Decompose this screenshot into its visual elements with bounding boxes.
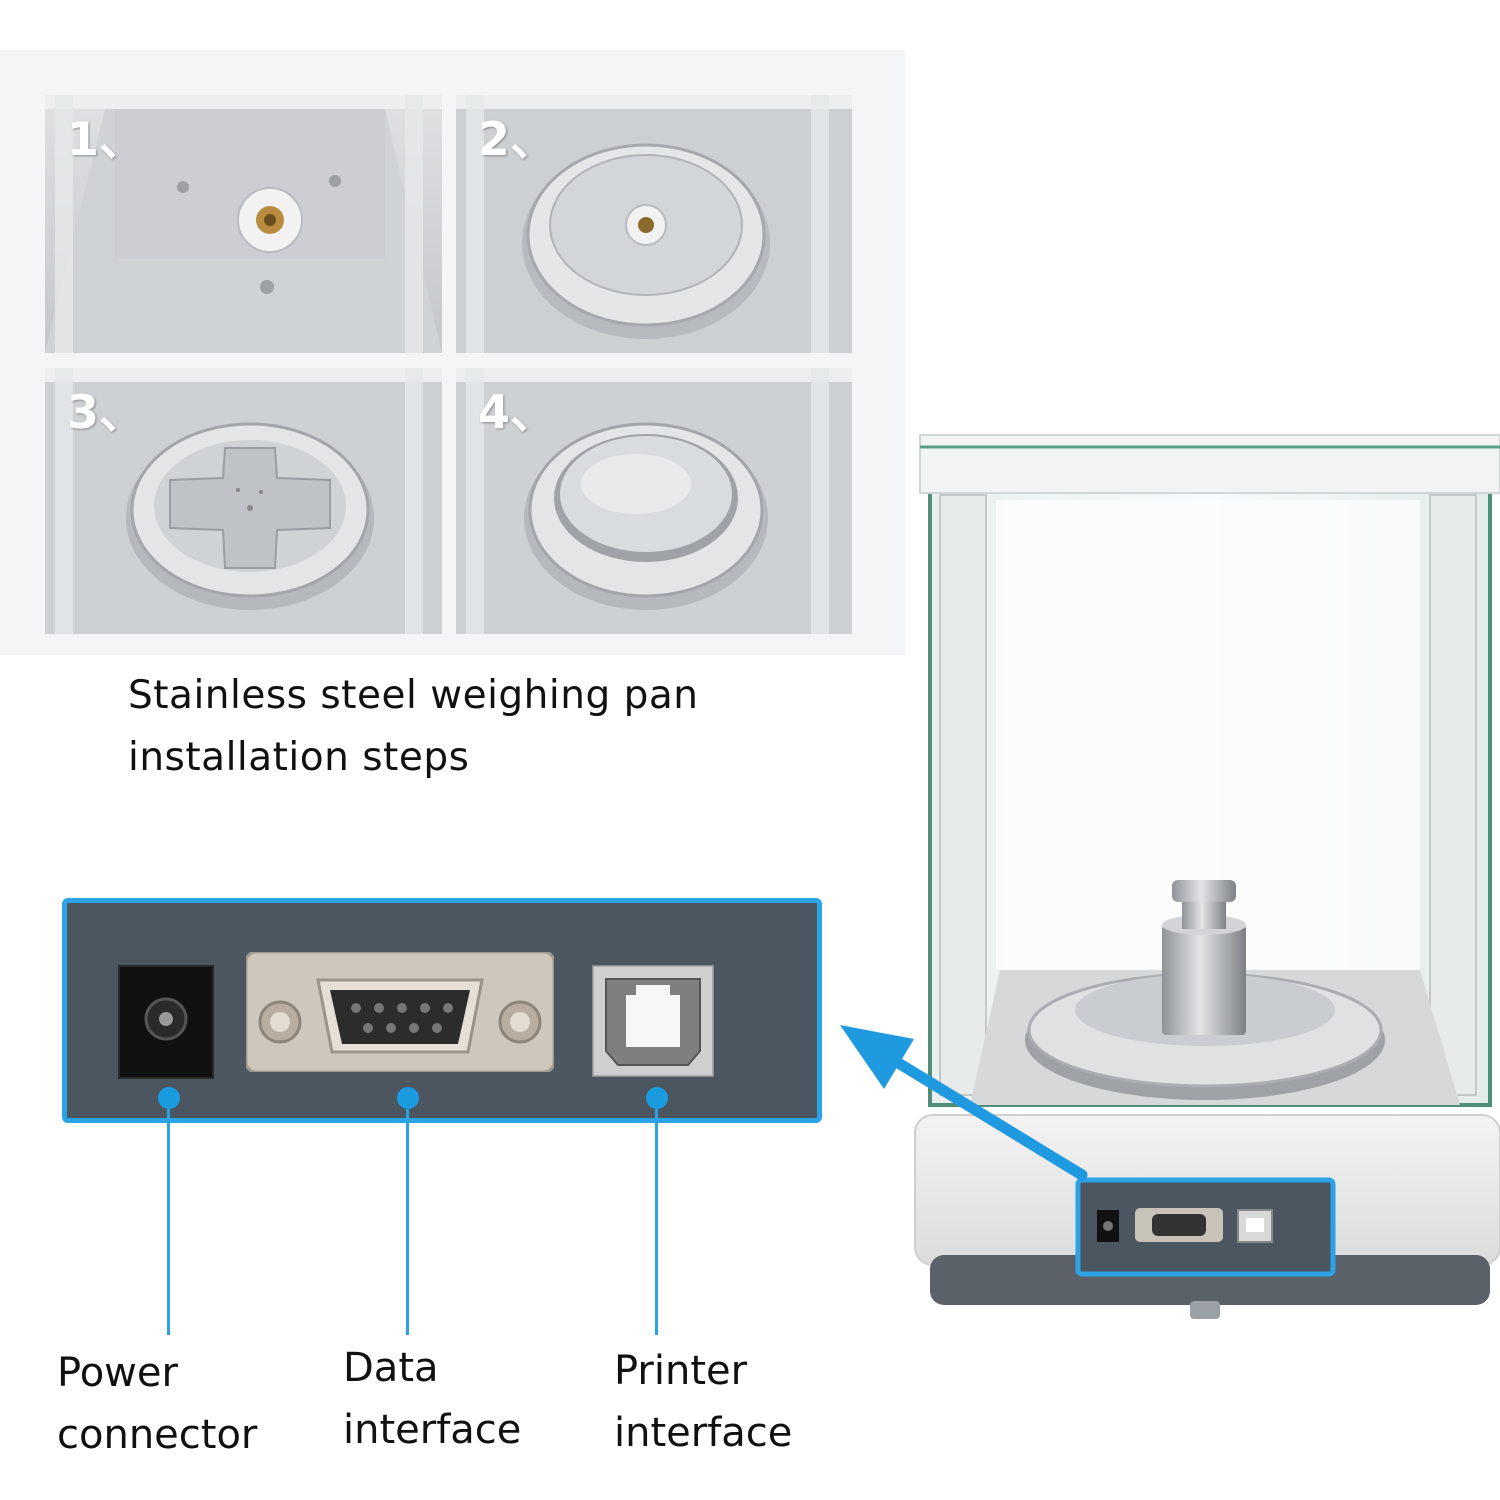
usb-b-connector-icon <box>590 963 716 1079</box>
pointer-arrow-icon <box>840 1025 1088 1181</box>
step-number: 2、 <box>478 112 557 166</box>
data-interface-label: Data interface <box>343 1337 603 1461</box>
step-4-photo: 4、 <box>456 368 852 634</box>
usb-b-port <box>590 963 716 1079</box>
step-2-photo: 2、 <box>456 95 852 353</box>
pan-ring-image <box>456 95 852 353</box>
serial-port <box>244 950 556 1074</box>
data-indicator-dot <box>397 1087 419 1109</box>
installation-caption: Stainless steel weighing pan installatio… <box>128 665 828 789</box>
pan-cross-support-image <box>45 368 442 634</box>
printer-indicator-dot <box>646 1087 668 1109</box>
step-number: 1、 <box>67 112 146 166</box>
pan-installed-image <box>456 368 852 634</box>
step-1-photo: 1、 <box>45 95 442 353</box>
printer-interface-label: Printer interface <box>614 1340 874 1464</box>
label-line: Power <box>57 1350 178 1396</box>
power-connector-label: Power connector <box>57 1342 317 1466</box>
analytical-balance-image <box>914 434 1500 1319</box>
power-jack-icon <box>144 997 188 1041</box>
label-line: interface <box>343 1407 522 1453</box>
power-indicator-dot <box>158 1087 180 1109</box>
caption-line: Stainless steel weighing pan <box>128 673 699 718</box>
label-line: interface <box>614 1410 793 1456</box>
label-line: connector <box>57 1412 258 1458</box>
power-jack <box>118 965 214 1079</box>
caption-line: installation steps <box>128 735 470 780</box>
power-leader-line <box>167 1109 170 1335</box>
step-3-photo: 3、 <box>45 368 442 634</box>
label-line: Printer <box>614 1348 748 1394</box>
balance-chamber-empty-image <box>45 95 442 353</box>
label-line: Data <box>343 1345 439 1391</box>
db9-connector-icon <box>244 950 556 1074</box>
printer-leader-line <box>655 1109 658 1335</box>
data-leader-line <box>406 1109 409 1335</box>
step-number: 3、 <box>67 385 146 439</box>
step-number: 4、 <box>478 385 557 439</box>
